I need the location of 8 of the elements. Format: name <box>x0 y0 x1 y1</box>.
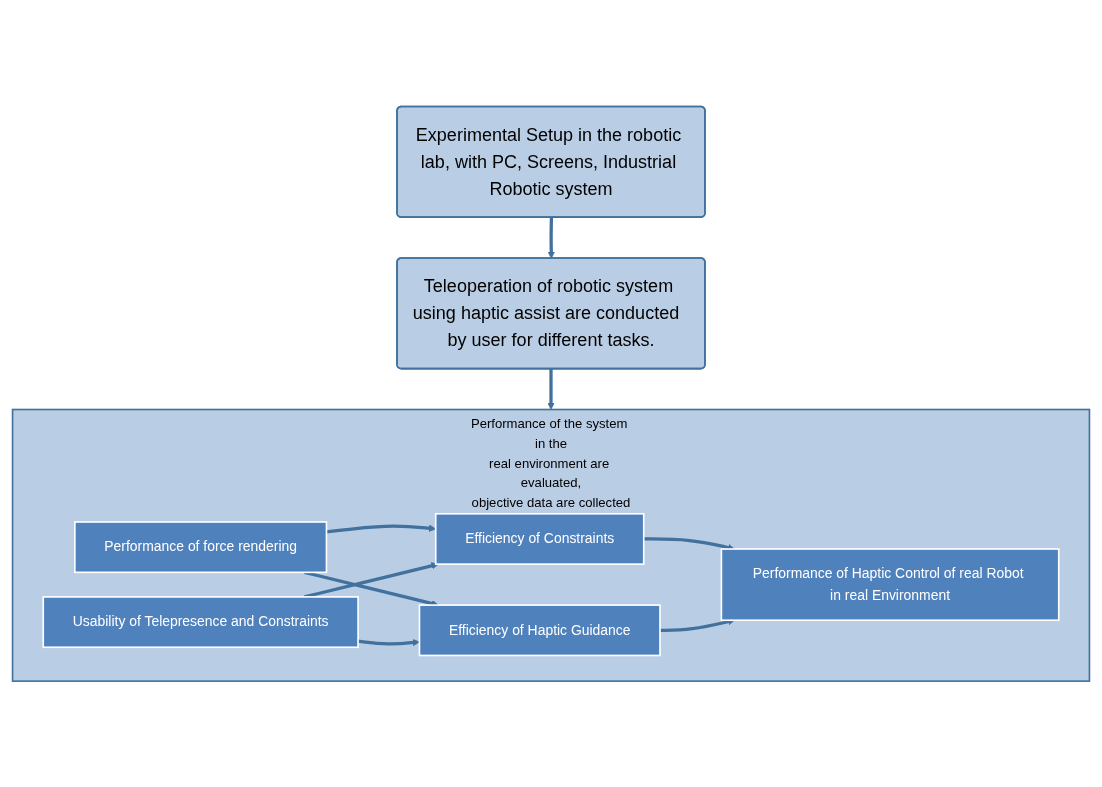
node-box: Efficiency of Haptic Guidance <box>418 603 661 656</box>
node-box: Efficiency of Constraints <box>434 512 645 565</box>
arrow <box>643 537 735 551</box>
arrow <box>547 217 555 259</box>
node-box: Usability of Telepresence and Constraints <box>42 595 359 648</box>
node-box: Performance of Haptic Control of real Robot in real Environment <box>720 547 1060 621</box>
arrow <box>547 368 555 410</box>
node-box: Performance of force rendering <box>74 520 328 573</box>
